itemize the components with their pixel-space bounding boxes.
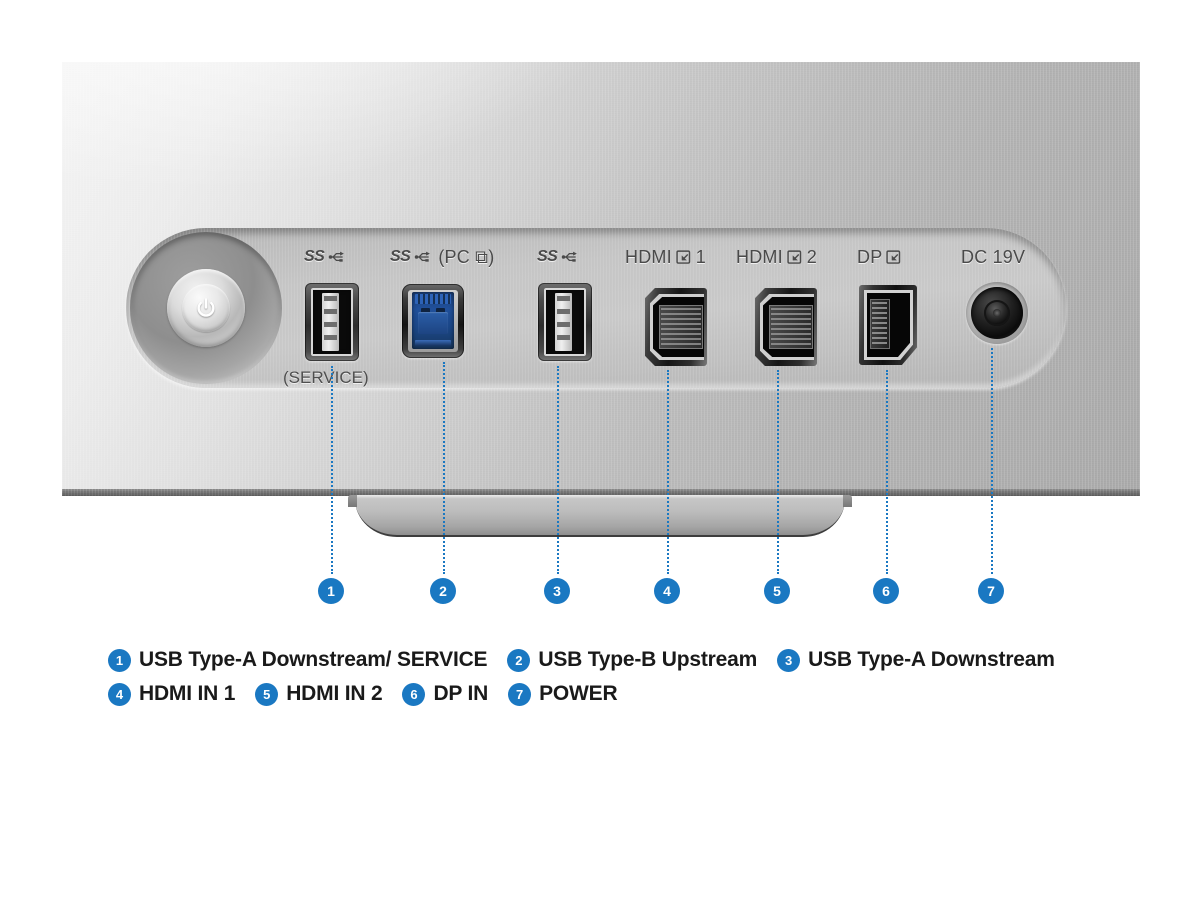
leader-line-6 — [886, 370, 888, 574]
hdmi-pins — [661, 308, 701, 346]
legend-item-6: 6 DP IN — [402, 682, 488, 706]
legend-label-2: USB Type-B Upstream — [538, 648, 758, 671]
port-label-hdmi-1: HDMI 1 — [625, 246, 706, 268]
leader-line-4 — [667, 370, 669, 574]
usb-a-cavity — [544, 288, 586, 356]
legend-label-1: USB Type-A Downstream/ SERVICE — [139, 648, 488, 671]
port-sublabel-service: (SERVICE) — [283, 368, 369, 387]
input-arrow-icon — [886, 250, 901, 264]
usb-b-cavity — [408, 290, 458, 352]
legend-badge-1: 1 — [108, 648, 131, 672]
hdmi-text: HDMI — [736, 247, 783, 267]
legend-label-4: HDMI IN 1 — [139, 682, 236, 705]
port-label-usb-a-downstream: SS — [537, 246, 581, 268]
dp-text: DP — [857, 247, 883, 267]
port-label-hdmi-2: HDMI 2 — [736, 246, 817, 268]
legend-item-3: 3 USB Type-A Downstream — [777, 648, 1055, 672]
port-label-dc-power: DC 19V — [961, 246, 1025, 268]
usb-b-base-bar — [415, 340, 451, 346]
usb-a-service-port[interactable] — [305, 283, 359, 361]
callout-dot-6[interactable]: 6 — [873, 578, 899, 604]
port-label-dp: DP — [857, 246, 902, 268]
legend-item-2: 2 USB Type-B Upstream — [507, 648, 757, 672]
usb-superspeed-icon — [329, 251, 345, 262]
usb-a-downstream-port[interactable] — [538, 283, 592, 361]
usb-superspeed-icon — [415, 251, 431, 262]
monitor-stand-neck — [348, 495, 852, 537]
input-arrow-icon — [787, 250, 802, 264]
hdmi-pins — [771, 308, 811, 346]
usb-a-pins — [324, 296, 337, 348]
callout-dot-3[interactable]: 3 — [544, 578, 570, 604]
leader-line-5 — [777, 370, 779, 574]
legend: 1 USB Type-A Downstream/ SERVICE 2 USB T… — [108, 648, 1108, 716]
port-label-usb-b-upstream: SS (PC ⧉) — [390, 246, 494, 268]
legend-row-1: 1 USB Type-A Downstream/ SERVICE 2 USB T… — [108, 648, 1108, 672]
usb-b-pin-row — [415, 294, 451, 304]
usb-superspeed-icon — [562, 251, 578, 262]
leader-line-2 — [443, 362, 445, 574]
shell-bottom-edge — [62, 489, 1140, 496]
usb-superspeed-text: SS — [304, 248, 325, 265]
hdmi-index: 2 — [806, 247, 818, 267]
legend-badge-7: 7 — [508, 682, 532, 706]
callout-dot-1[interactable]: 1 — [318, 578, 344, 604]
callout-dot-5[interactable]: 5 — [764, 578, 790, 604]
legend-item-5: 5 HDMI IN 2 — [255, 682, 383, 706]
usb-superspeed-text: SS — [537, 248, 558, 265]
legend-badge-6: 6 — [402, 682, 426, 706]
dc-power-jack[interactable] — [971, 287, 1023, 339]
legend-label-6: DP IN — [433, 682, 489, 705]
input-arrow-icon — [676, 250, 691, 264]
leader-line-3 — [557, 366, 559, 574]
legend-item-1: 1 USB Type-A Downstream/ SERVICE — [108, 648, 488, 672]
legend-badge-2: 2 — [507, 648, 531, 672]
usb-a-cavity — [311, 288, 353, 356]
legend-label-3: USB Type-A Downstream — [808, 648, 1055, 671]
callout-dot-7[interactable]: 7 — [978, 578, 1004, 604]
hdmi-text: HDMI — [625, 247, 672, 267]
usb-b-tongue — [418, 312, 448, 334]
legend-item-7: 7 POWER — [508, 682, 618, 706]
callout-dot-2[interactable]: 2 — [430, 578, 456, 604]
power-icon — [197, 298, 215, 317]
legend-badge-5: 5 — [255, 682, 279, 706]
port-label-usb-a-service: SS — [304, 246, 348, 268]
dc-power-jack-well — [966, 282, 1028, 344]
hdmi-in-1-port[interactable] — [645, 288, 707, 366]
power-button[interactable] — [182, 284, 230, 332]
usb-a-pins — [557, 296, 570, 348]
usb-superspeed-text: SS — [390, 248, 411, 265]
dc-text: DC 19V — [961, 247, 1026, 267]
legend-item-4: 4 HDMI IN 1 — [108, 682, 235, 706]
leader-line-7 — [991, 348, 993, 574]
legend-label-5: HDMI IN 2 — [286, 682, 383, 705]
dp-in-port[interactable] — [859, 285, 917, 365]
port-label-pc-suffix: (PC ⧉) — [438, 247, 495, 267]
leader-line-1 — [331, 366, 333, 574]
legend-label-7: POWER — [539, 682, 618, 705]
usb-b-upstream-port[interactable] — [402, 284, 464, 358]
hdmi-index: 1 — [695, 247, 707, 267]
legend-row-2: 4 HDMI IN 1 5 HDMI IN 2 6 DP IN 7 POWER — [108, 682, 1108, 706]
legend-badge-4: 4 — [108, 682, 131, 706]
hdmi-in-2-port[interactable] — [755, 288, 817, 366]
dp-pins — [872, 302, 887, 345]
callout-dot-4[interactable]: 4 — [654, 578, 680, 604]
legend-badge-3: 3 — [777, 648, 801, 672]
